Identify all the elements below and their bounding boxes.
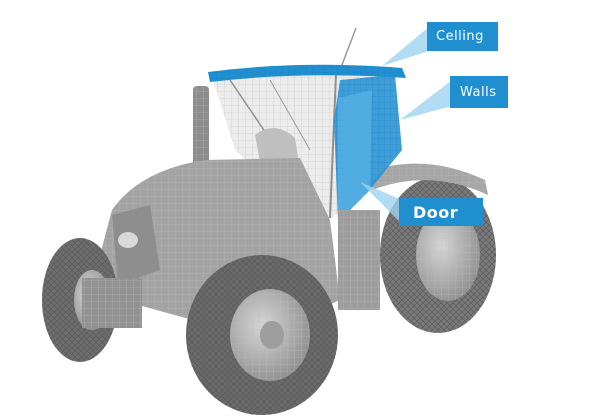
door-leader (360, 182, 402, 224)
walls-leader (400, 80, 452, 120)
front-weights (82, 278, 142, 328)
ceiling-leader (382, 26, 432, 66)
callout-leaders (360, 26, 452, 224)
cabin-ceiling-highlight (208, 64, 406, 82)
exhaust-pipe (193, 86, 209, 166)
rear-fender (360, 163, 488, 195)
rear-left-wheel (186, 255, 338, 415)
ceiling-label: Celling (427, 22, 498, 51)
door-label: Door (399, 198, 483, 226)
walls-label: Walls (450, 76, 508, 108)
cabin-walls-highlight (334, 75, 402, 222)
